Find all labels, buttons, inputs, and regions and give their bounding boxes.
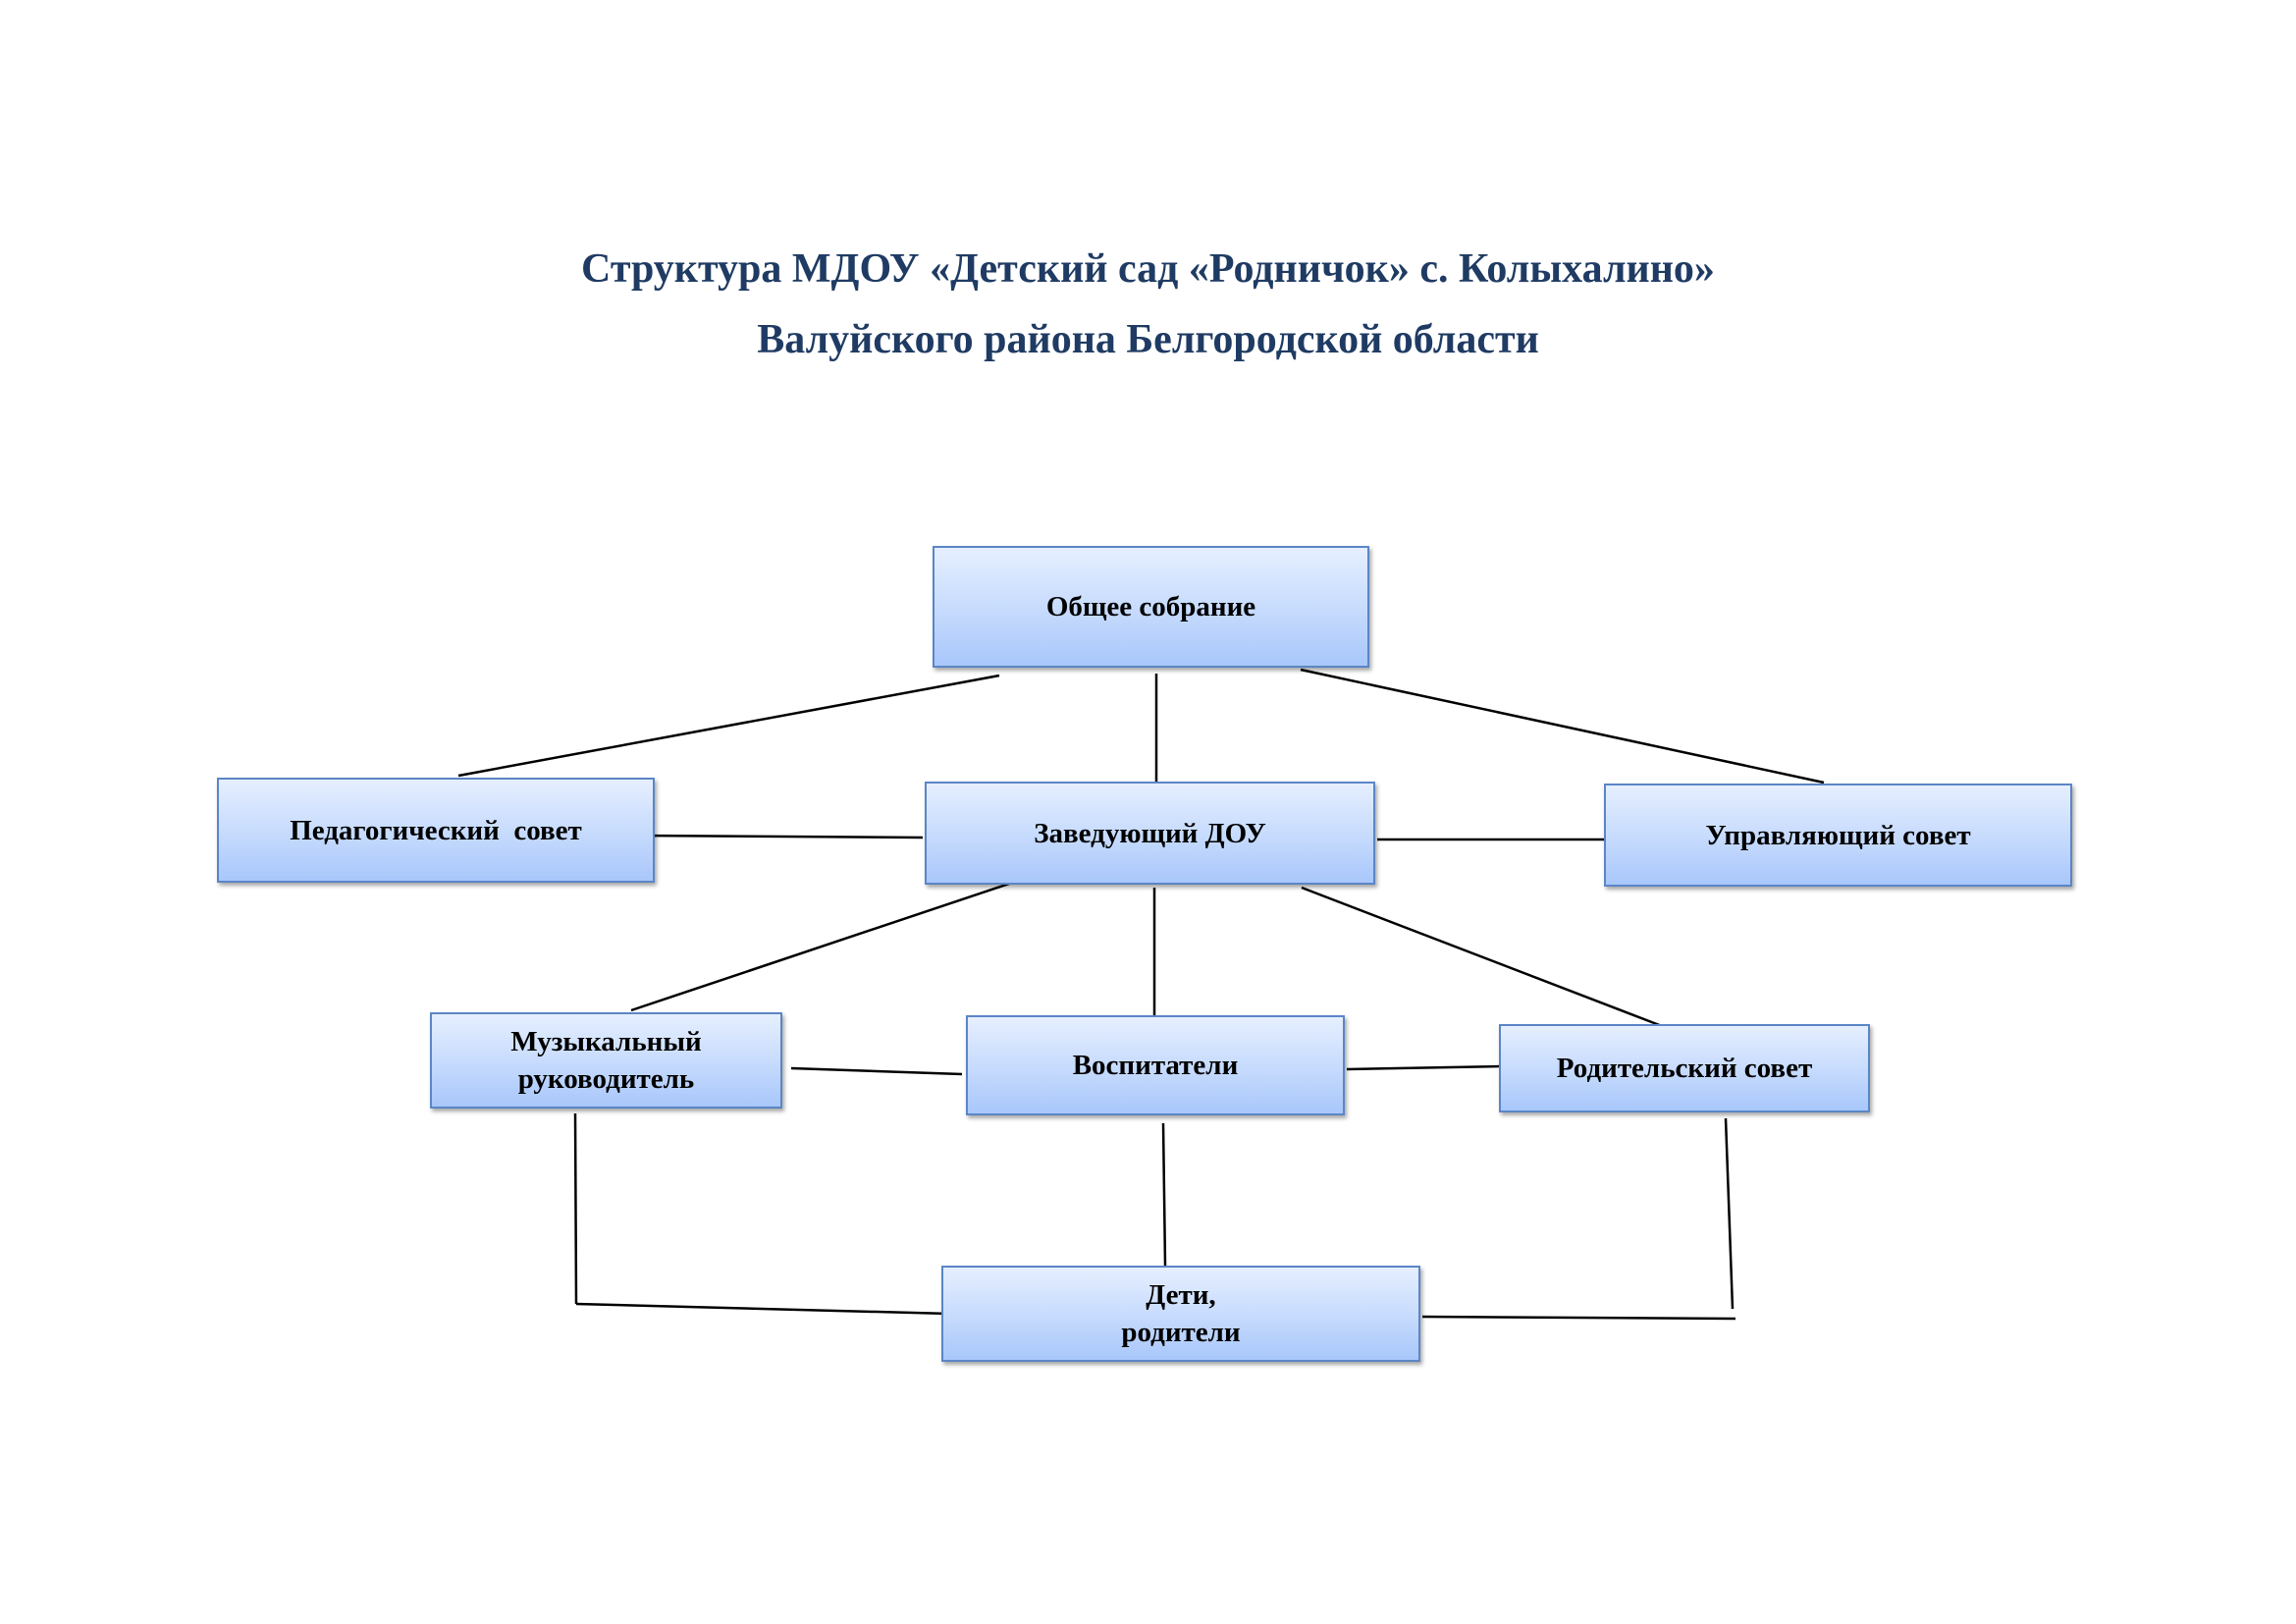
title-line-2: Валуйского района Белгородской области [757, 317, 1539, 362]
node-head-label: Заведующий ДОУ [1034, 817, 1266, 849]
connector-meeting-governing [1300, 668, 1825, 785]
node-music-director: Музыкальный руководитель [430, 1012, 782, 1109]
node-children-parents-text: Дети, родители [1121, 1276, 1240, 1351]
title-line-1: Структура МДОУ «Детский сад «Родничок» с… [581, 246, 1715, 292]
node-general-meeting-label: Общее собрание [1045, 591, 1256, 623]
node-general-meeting: Общее собрание [933, 546, 1369, 668]
connector-educators-children [1161, 1122, 1167, 1267]
connector-head-parent-council [1301, 886, 1663, 1028]
node-pedagogical-council: Педагогический совет [217, 778, 655, 883]
node-pedagogical-council-label: Педагогический совет [290, 814, 582, 846]
connector-parent-council-children [1421, 1315, 1736, 1321]
node-children-parents-label-1: Дети, [1146, 1279, 1216, 1311]
node-governing-council: Управляющий совет [1604, 784, 2072, 887]
node-educators-label: Воспитатели [1072, 1050, 1239, 1081]
connector-meeting-pedagogical [457, 674, 1000, 778]
connector-head-music [630, 881, 1013, 1012]
connector-pedagogical-head [637, 834, 924, 839]
node-parent-council: Родительский совет [1499, 1024, 1870, 1112]
node-music-director-text: Музыкальный руководитель [510, 1023, 701, 1098]
node-children-parents: Дети, родители [941, 1266, 1420, 1362]
node-children-parents-label-2: родители [1121, 1317, 1241, 1348]
connector-educators-parent-council [1346, 1064, 1502, 1071]
node-music-director-label-2: руководитель [517, 1063, 695, 1095]
node-music-director-label-1: Музыкальный [510, 1026, 702, 1057]
node-educators: Воспитатели [966, 1015, 1345, 1115]
node-governing-council-label: Управляющий совет [1705, 819, 1971, 851]
node-parent-council-label: Родительский совет [1556, 1053, 1813, 1084]
connector-music-children [575, 1302, 951, 1316]
diagram-title: Структура МДОУ «Детский сад «Родничок» с… [0, 234, 2296, 375]
connector-parent-council-down [1724, 1117, 1735, 1310]
node-head: Заведующий ДОУ [925, 782, 1375, 885]
connector-music-educators [790, 1066, 963, 1076]
connector-music-down [573, 1112, 578, 1305]
